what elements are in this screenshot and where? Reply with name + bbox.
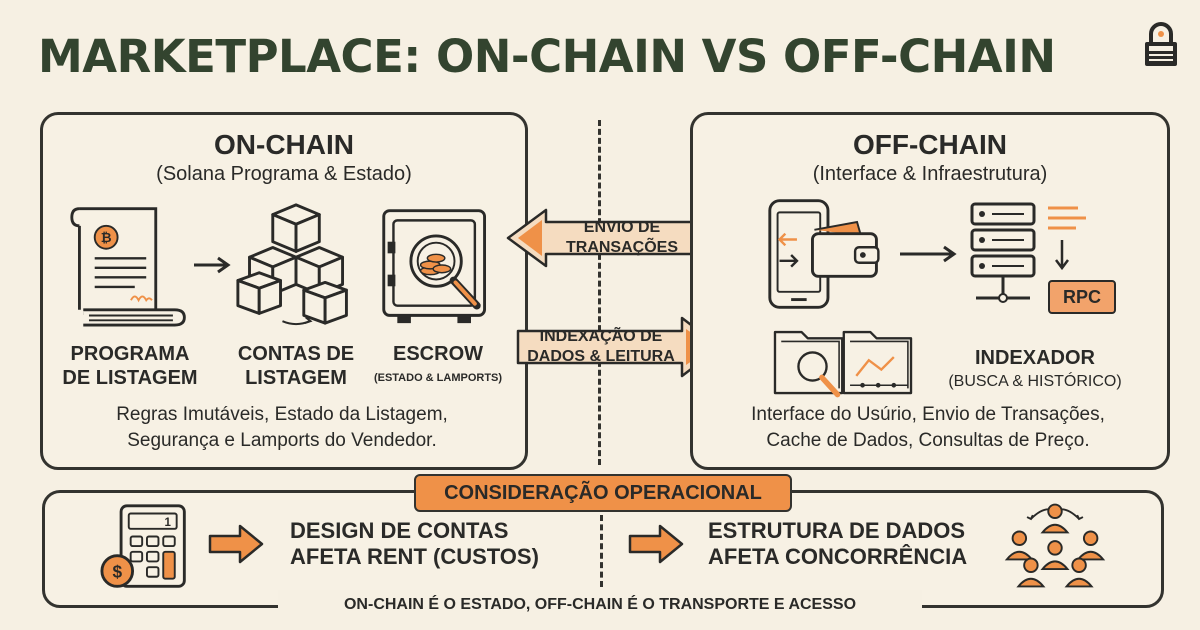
consideration-divider bbox=[600, 515, 603, 587]
people-network-icon bbox=[1004, 503, 1106, 588]
calculator-coin-icon: 1 $ bbox=[100, 504, 186, 588]
on-chain-subheading: (Solana Programa & Estado) bbox=[156, 163, 412, 185]
server-rack-icon bbox=[970, 202, 1086, 303]
coin-symbol: $ bbox=[112, 562, 122, 582]
orange-arrow-right-icon bbox=[208, 524, 264, 564]
off-chain-description: Interface do Usúrio, Envio de Transações… bbox=[751, 404, 1105, 451]
consideration-right-text: ESTRUTURA DE DADOS AFETA CONCORRÊNCIA bbox=[708, 518, 968, 569]
arrow-left-label: ENVIO DE TRANSAÇÕES bbox=[565, 219, 678, 256]
safe-vault-icon bbox=[382, 209, 487, 324]
section-divider bbox=[598, 120, 601, 465]
scroll-contract-icon: ₿ bbox=[70, 207, 186, 327]
phone-wallet-icon bbox=[768, 199, 880, 309]
folders-search-icon bbox=[773, 330, 913, 398]
on-chain-heading: ON-CHAIN bbox=[214, 129, 354, 160]
lock-logo-icon bbox=[1145, 22, 1177, 66]
arrow-right-icon bbox=[194, 256, 231, 274]
programa-caption: PROGRAMA DE LISTAGEM bbox=[62, 343, 198, 389]
calculator-digit: 1 bbox=[165, 517, 172, 529]
arrow-right-icon-2 bbox=[900, 245, 957, 263]
consideration-badge: CONSIDERAÇÃO OPERACIONAL bbox=[414, 474, 792, 512]
contas-caption: CONTAS DE LISTAGEM bbox=[237, 343, 355, 389]
svg-text:₿: ₿ bbox=[101, 231, 112, 246]
rpc-badge: RPC bbox=[1048, 280, 1116, 314]
off-chain-subheading: (Interface & Infraestrutura) bbox=[812, 163, 1048, 185]
cubes-icon bbox=[236, 203, 348, 326]
page-title: MARKETPLACE: ON-CHAIN VS OFF-CHAIN bbox=[38, 30, 1056, 83]
indexador-caption: INDEXADOR (BUSCA & HISTÓRICO) bbox=[948, 347, 1122, 390]
arrow-right-label: INDEXAÇÃO DE DADOS & LEITURA bbox=[527, 328, 675, 365]
off-chain-heading: OFF-CHAIN bbox=[853, 129, 1007, 160]
footer-summary: ON-CHAIN É O ESTADO, OFF-CHAIN É O TRANS… bbox=[278, 590, 922, 620]
consideration-left-text: DESIGN DE CONTAS AFETA RENT (CUSTOS) bbox=[290, 518, 539, 569]
orange-arrow-right-icon-2 bbox=[628, 524, 684, 564]
on-chain-description: Regras Imutáveis, Estado da Listagem, Se… bbox=[116, 404, 448, 451]
escrow-caption: ESCROW (ESTADO & LAMPORTS) bbox=[373, 343, 503, 384]
